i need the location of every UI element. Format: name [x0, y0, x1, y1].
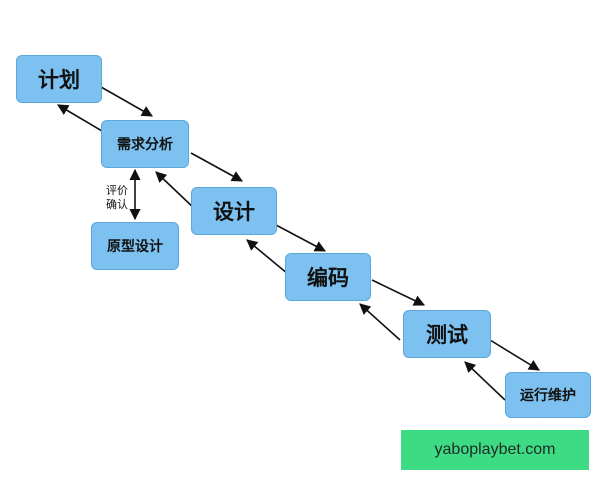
- node-maintenance: 运行维护: [505, 372, 591, 418]
- arrow-requirements-to-design: [190, 152, 243, 182]
- node-plan: 计划: [16, 55, 102, 103]
- review-label-line1: 评价: [106, 184, 128, 197]
- node-requirements: 需求分析: [101, 120, 189, 168]
- node-prototype: 原型设计: [91, 222, 179, 270]
- review-label-line2: 确认: [106, 198, 128, 211]
- arrow-requirements-back-to-plan: [57, 104, 103, 132]
- arrow-coding-to-testing: [371, 279, 426, 306]
- arrow-testing-to-maintenance: [489, 339, 540, 371]
- node-testing: 测试: [403, 310, 491, 358]
- arrow-coding-back-to-design: [246, 239, 289, 275]
- arrow-plan-to-requirements: [100, 86, 153, 117]
- node-coding: 编码: [285, 253, 371, 301]
- arrow-design-back-to-requirements: [155, 171, 197, 211]
- arrow-maintenance-back-to-testing: [464, 361, 506, 401]
- arrow-testing-back-to-coding: [359, 303, 401, 341]
- watermark: ·: [538, 420, 540, 427]
- arrow-design-to-coding: [275, 224, 326, 252]
- node-design: 设计: [191, 187, 277, 235]
- review-confirm-label: 评价 确认: [100, 184, 128, 212]
- site-banner[interactable]: yaboplaybet.com: [401, 430, 589, 470]
